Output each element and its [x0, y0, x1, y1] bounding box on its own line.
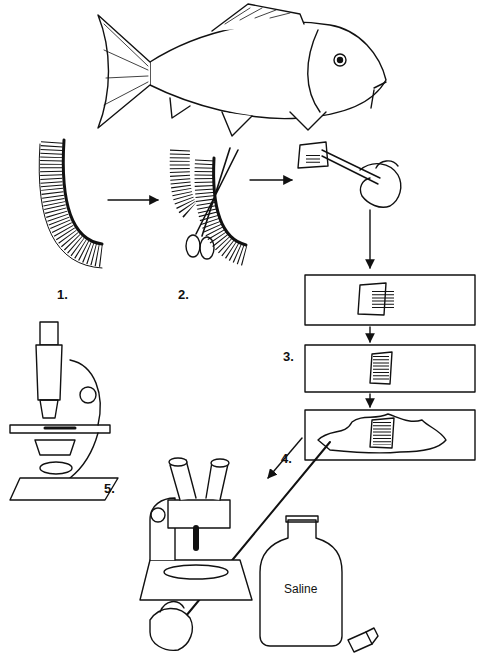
step-arrow — [250, 179, 292, 180]
bottle-label: Saline — [283, 583, 318, 596]
callout-number: 5. — [104, 482, 115, 496]
step-arrow — [369, 210, 370, 268]
step-arrow — [108, 199, 158, 200]
callout-number: 3. — [283, 350, 294, 364]
callout-number: 4. — [281, 452, 292, 466]
fish-drawing — [98, 4, 386, 136]
stereo-microscope — [140, 458, 252, 600]
slide-sequence — [305, 275, 475, 460]
gill-cutting — [180, 148, 246, 259]
step-arrow — [268, 438, 302, 478]
callout-number: 1. — [57, 288, 68, 302]
forceps-hand — [298, 142, 401, 207]
callout-number: 2. — [178, 288, 189, 302]
compound-microscope — [10, 322, 118, 500]
gill-arch — [39, 140, 102, 268]
saline-bottle — [260, 516, 378, 652]
